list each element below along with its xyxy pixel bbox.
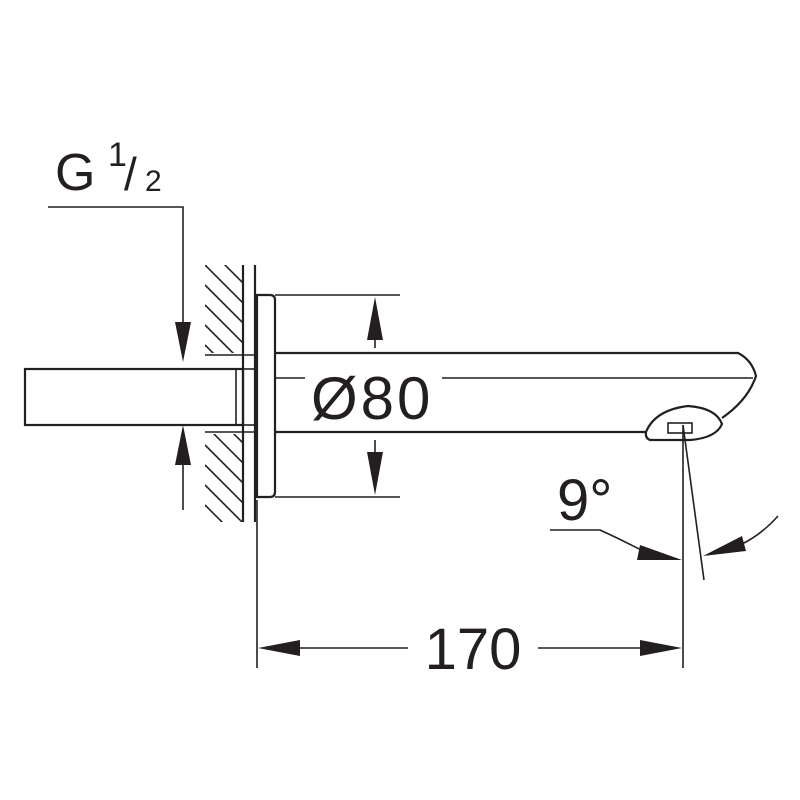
hatch-line	[205, 265, 243, 306]
thread-numerator: 1	[108, 136, 127, 174]
angle-label: 9°	[557, 468, 612, 533]
angle-arc-left	[550, 529, 646, 553]
hatch-line	[205, 504, 243, 522]
hatch-line	[205, 265, 243, 286]
thread-leader-line	[48, 206, 184, 325]
wall	[205, 265, 257, 522]
rosette	[255, 293, 277, 499]
thread-letter: G	[55, 144, 95, 202]
angle-arc-right	[741, 515, 779, 545]
projection-dimension: 170	[256, 425, 684, 682]
angle-arrow-left	[637, 545, 682, 560]
diameter-label: Ø80	[311, 365, 433, 432]
projection-arrow-left	[258, 640, 300, 656]
hatch-line	[205, 284, 243, 326]
thread-arrow-down	[175, 322, 191, 362]
projection-label: 170	[425, 617, 522, 682]
hatch-line	[205, 444, 243, 486]
hatch-line	[205, 265, 243, 266]
hatch-line	[205, 304, 243, 346]
hatch-line	[205, 344, 243, 386]
projection-arrow-right	[640, 640, 682, 656]
hatch-line	[205, 424, 243, 466]
hatch-line	[205, 324, 243, 366]
thread-arrow-up	[175, 425, 191, 465]
angle-arrow-right	[703, 536, 746, 556]
diameter-dimension: Ø80	[275, 294, 433, 498]
spout-outlet	[644, 404, 724, 442]
pipe-body	[23, 367, 245, 427]
thread-denominator: 2	[145, 165, 162, 198]
wall-hatching	[205, 265, 243, 522]
angle-slant-line	[682, 424, 705, 581]
hatch-line	[205, 464, 243, 506]
spout-body	[275, 351, 758, 442]
spout-top-edge	[275, 351, 758, 419]
hatch-line	[205, 484, 243, 522]
diameter-arrow-bottom	[367, 452, 383, 495]
angle-dimension: 9°	[550, 424, 779, 581]
connection-pipe	[23, 367, 257, 427]
aerator	[667, 422, 693, 434]
thread-label: G 1 / 2	[55, 136, 162, 202]
thread-slash: /	[124, 148, 137, 200]
diameter-arrow-top	[367, 297, 383, 340]
